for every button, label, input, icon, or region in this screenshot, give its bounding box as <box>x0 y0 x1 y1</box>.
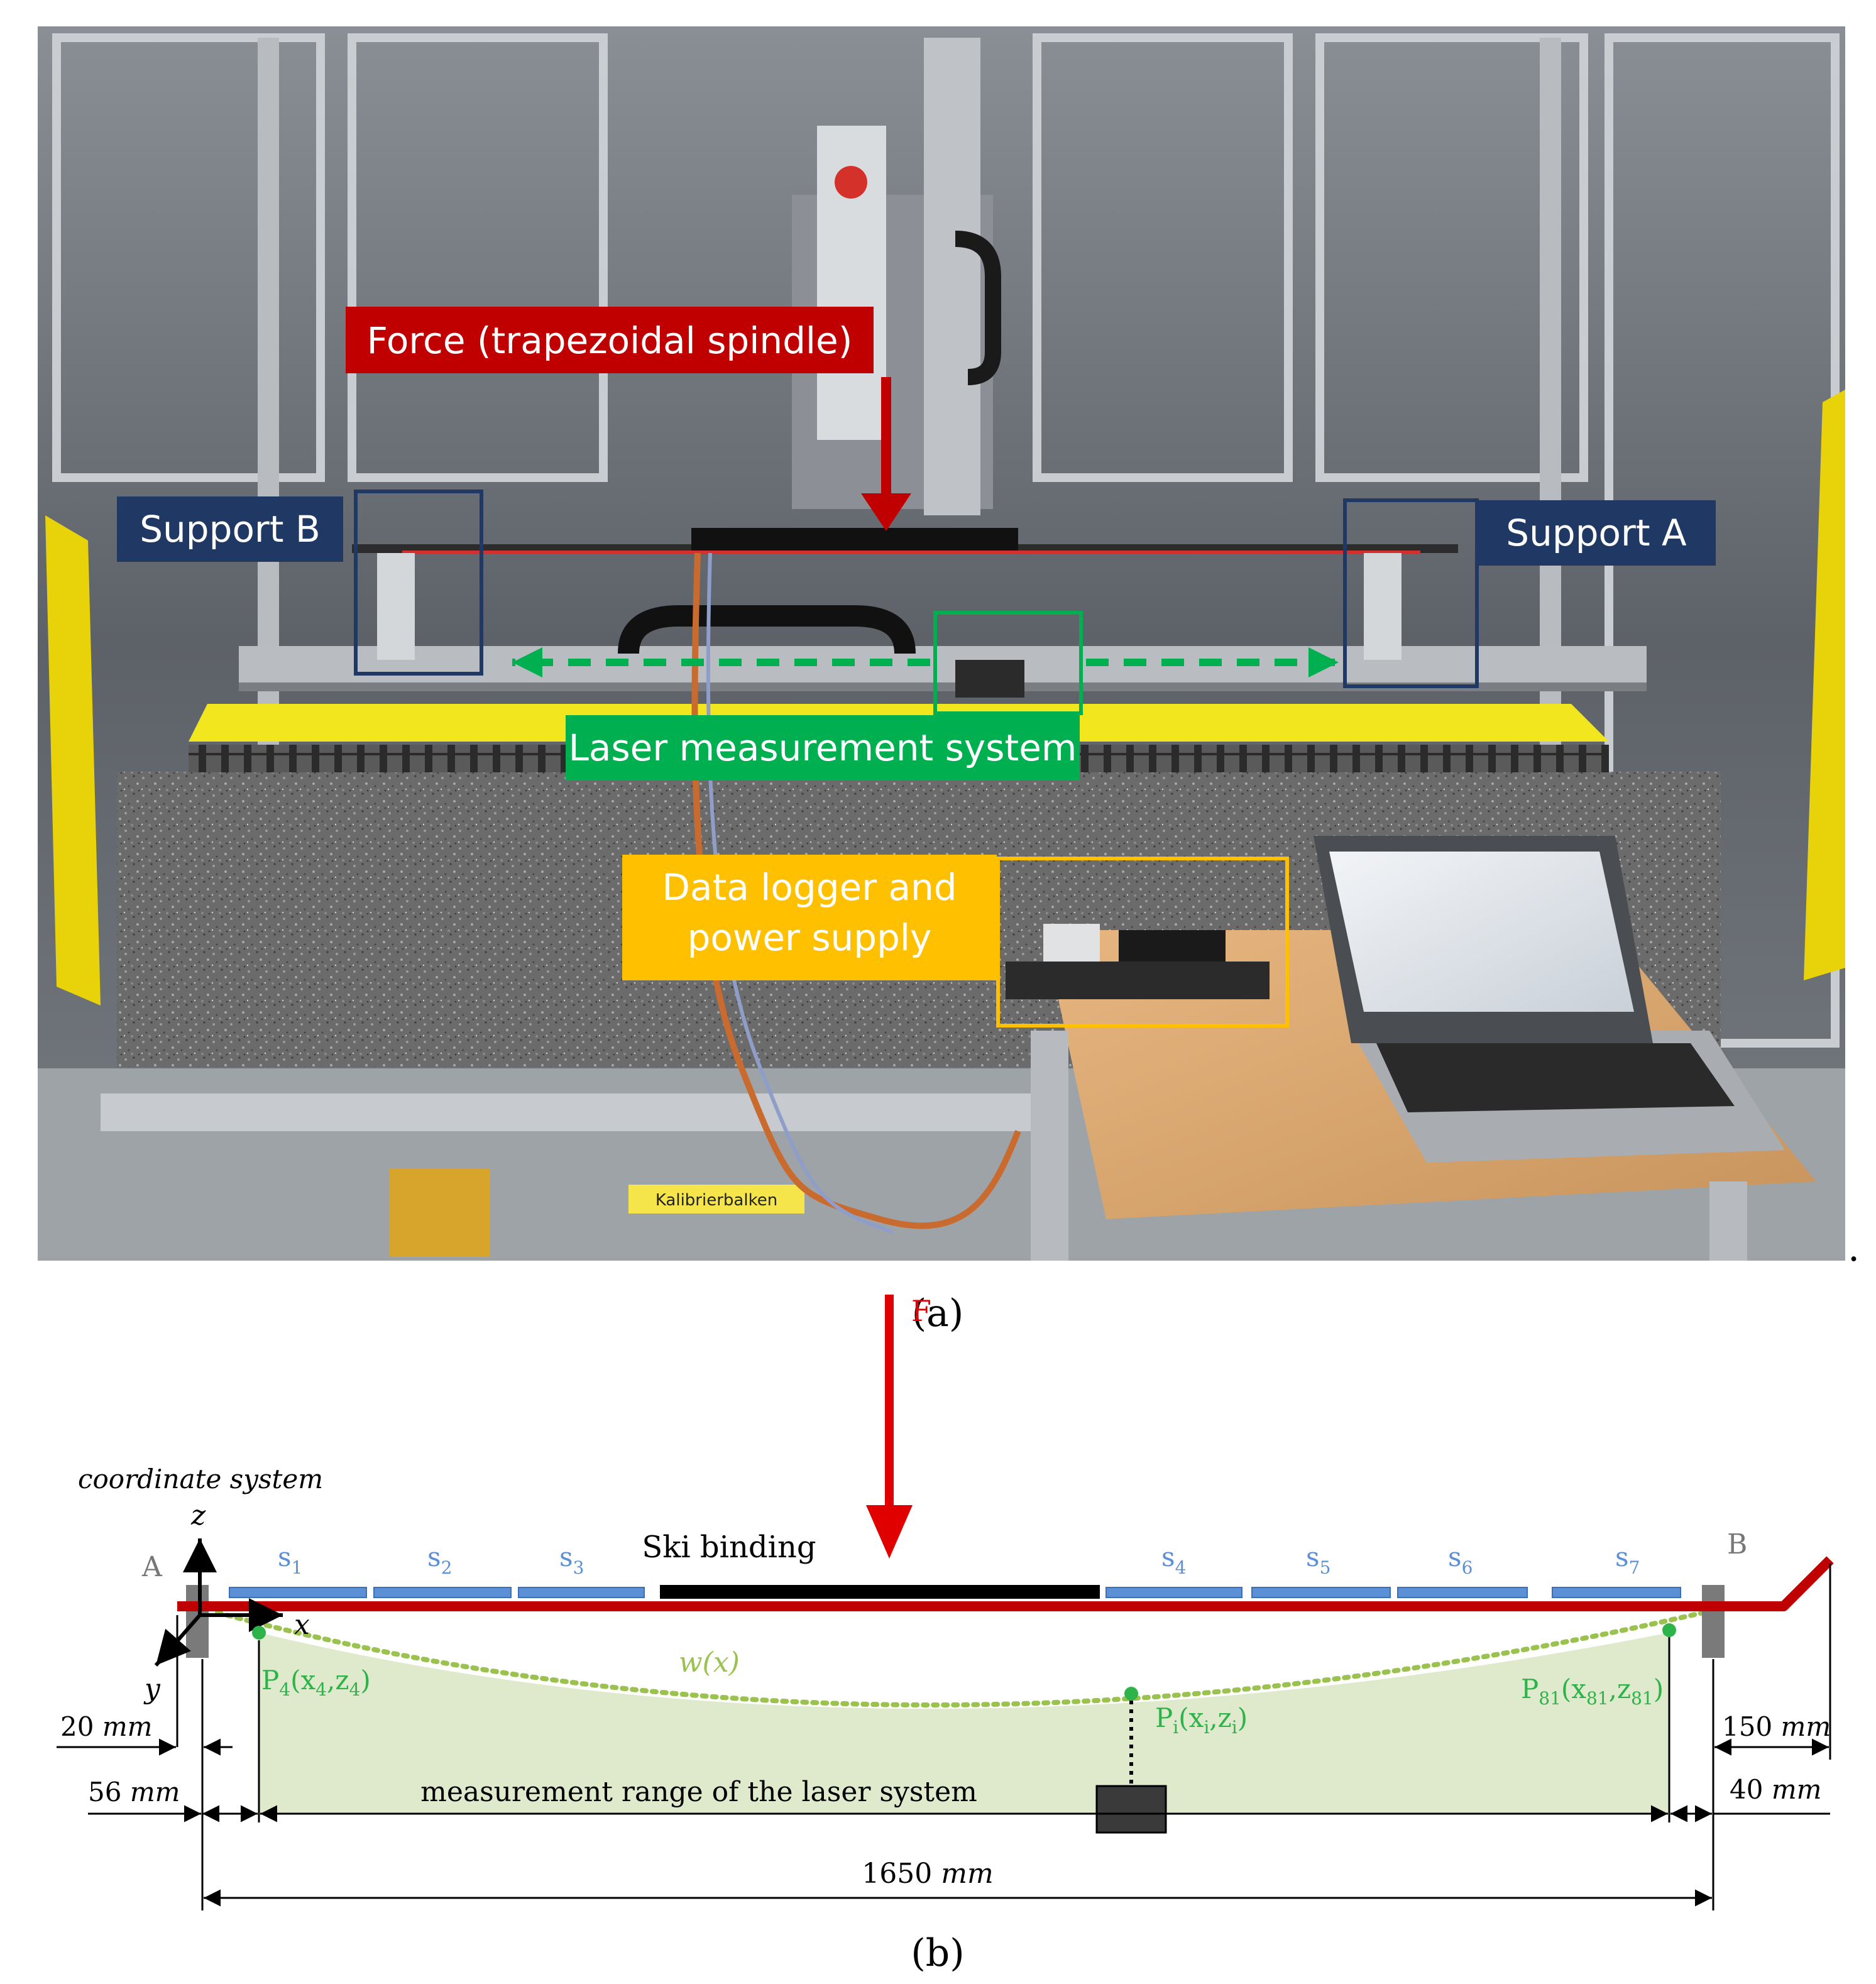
support-a-label-box <box>1477 500 1716 566</box>
support-b-box <box>354 490 483 676</box>
caption-a: (a) <box>912 1291 964 1335</box>
deflection-curve <box>215 1610 1706 1707</box>
table-leg-left <box>1031 1031 1068 1261</box>
ski-photo-stripe <box>402 551 1420 554</box>
sensor-label-s2: s2 <box>427 1542 452 1578</box>
sensor-s5 <box>1251 1587 1391 1598</box>
cable-chain <box>618 605 916 654</box>
logger-label-line1: Data logger and <box>662 866 957 909</box>
logger-label-box <box>622 855 997 980</box>
yellow-post-left <box>45 515 101 1006</box>
dim-150-label: 150 mm <box>1722 1711 1831 1742</box>
sensor-s1 <box>229 1587 367 1598</box>
force-arrow-head-b <box>866 1505 913 1559</box>
sensor-labels: s1 s2 s3 s4 s5 s6 s7 <box>278 1542 1640 1578</box>
reference-lines <box>176 1564 1831 1910</box>
axis-y-label: y <box>143 1673 161 1705</box>
laser-label-box <box>566 715 1080 781</box>
logger-label-line2: power supply <box>688 916 932 959</box>
beam-sign <box>628 1185 804 1214</box>
laptop-screen <box>1329 852 1634 1012</box>
support-b-letter: B <box>1727 1528 1747 1560</box>
sensor-label-s4: s4 <box>1161 1542 1186 1578</box>
support-b-block <box>1702 1585 1725 1658</box>
laser-box <box>933 611 1083 715</box>
point-p4 <box>252 1626 266 1640</box>
sensor-strips <box>229 1587 1681 1598</box>
force-label: Force (trapezoidal spindle) <box>367 319 853 362</box>
axis-x-label: x <box>294 1609 310 1641</box>
table-leg-right <box>1709 1181 1747 1261</box>
sensor-s7 <box>1552 1587 1681 1598</box>
support-a-clamp <box>1364 553 1402 660</box>
support-a-block <box>186 1585 209 1658</box>
aluminium-profile <box>239 646 1647 682</box>
ski-binding-label: Ski binding <box>642 1530 816 1565</box>
support-b-clamp <box>377 553 415 660</box>
force-arrow-head <box>861 493 911 531</box>
schematic-panel: coordinate system z x y A B F Ski bindin… <box>57 1294 1834 1910</box>
measurement-range-label: measurement range of the laser system <box>420 1776 977 1808</box>
point-pi-label: Pi(xi,zi) <box>1155 1702 1248 1738</box>
point-p81-label: P81(x81,z81) <box>1521 1674 1664 1709</box>
axis-z-label: z <box>190 1499 206 1532</box>
data-logger-tray <box>1006 962 1270 999</box>
sensor-s3 <box>518 1587 645 1598</box>
sensor-s2 <box>373 1587 512 1598</box>
support-b-label-box <box>117 496 343 562</box>
support-a-label: Support A <box>1506 512 1687 554</box>
logger-box <box>996 857 1289 1028</box>
sensor-label-s5: s5 <box>1306 1542 1330 1578</box>
beam-sign-text: Kalibrierbalken <box>656 1191 777 1210</box>
sensor-label-s6: s6 <box>1448 1542 1473 1578</box>
aluminium-profile-shadow <box>239 682 1647 691</box>
caption-b: (b) <box>911 1931 964 1975</box>
point-p4-label: P4(x4,z4) <box>261 1665 371 1700</box>
emergency-button <box>835 166 867 199</box>
laser-carriage <box>955 660 1024 698</box>
sensor-label-s3: s3 <box>559 1542 584 1578</box>
force-label-box <box>346 307 874 373</box>
sensor-label-s7: s7 <box>1615 1542 1640 1578</box>
sensor-s4 <box>1105 1587 1242 1598</box>
binding-photo <box>691 528 1018 551</box>
dim-20-label: 20 mm <box>60 1711 152 1742</box>
laser-label: Laser measurement system <box>569 726 1077 769</box>
force-letter: F <box>911 1294 931 1328</box>
dim-56-label: 56 mm <box>88 1777 180 1807</box>
machine-handle <box>955 231 1001 385</box>
floor-frame-bar <box>101 1093 1031 1131</box>
photo-panel: Kalibrierbalken <box>38 26 1845 1261</box>
trailing-dot: . <box>1848 1226 1860 1270</box>
sensor-s6 <box>1397 1587 1528 1598</box>
floor-frame-yellow-block <box>390 1169 490 1257</box>
dim-40-label: 40 mm <box>1730 1774 1821 1805</box>
yellow-post-right <box>1804 390 1845 980</box>
point-p81 <box>1662 1623 1676 1637</box>
support-a-letter: A <box>141 1551 163 1583</box>
deflection-label: w(x) <box>679 1647 740 1679</box>
cable-bundle-2 <box>706 552 893 1234</box>
machine-rail <box>924 38 980 515</box>
dim-1650-label: 1650 mm <box>862 1858 993 1890</box>
ski-binding <box>660 1585 1100 1599</box>
laser-sensor <box>1095 1785 1167 1834</box>
support-b-label: Support B <box>140 508 321 551</box>
measurement-range-area <box>259 1633 1669 1814</box>
support-a-box <box>1343 498 1479 688</box>
ski-profile <box>177 1556 1834 1611</box>
point-pi <box>1124 1687 1138 1701</box>
laptop-keyboard <box>1376 1043 1735 1112</box>
coordinate-system-label: coordinate system <box>78 1464 323 1494</box>
sensor-label-s1: s1 <box>278 1542 302 1578</box>
